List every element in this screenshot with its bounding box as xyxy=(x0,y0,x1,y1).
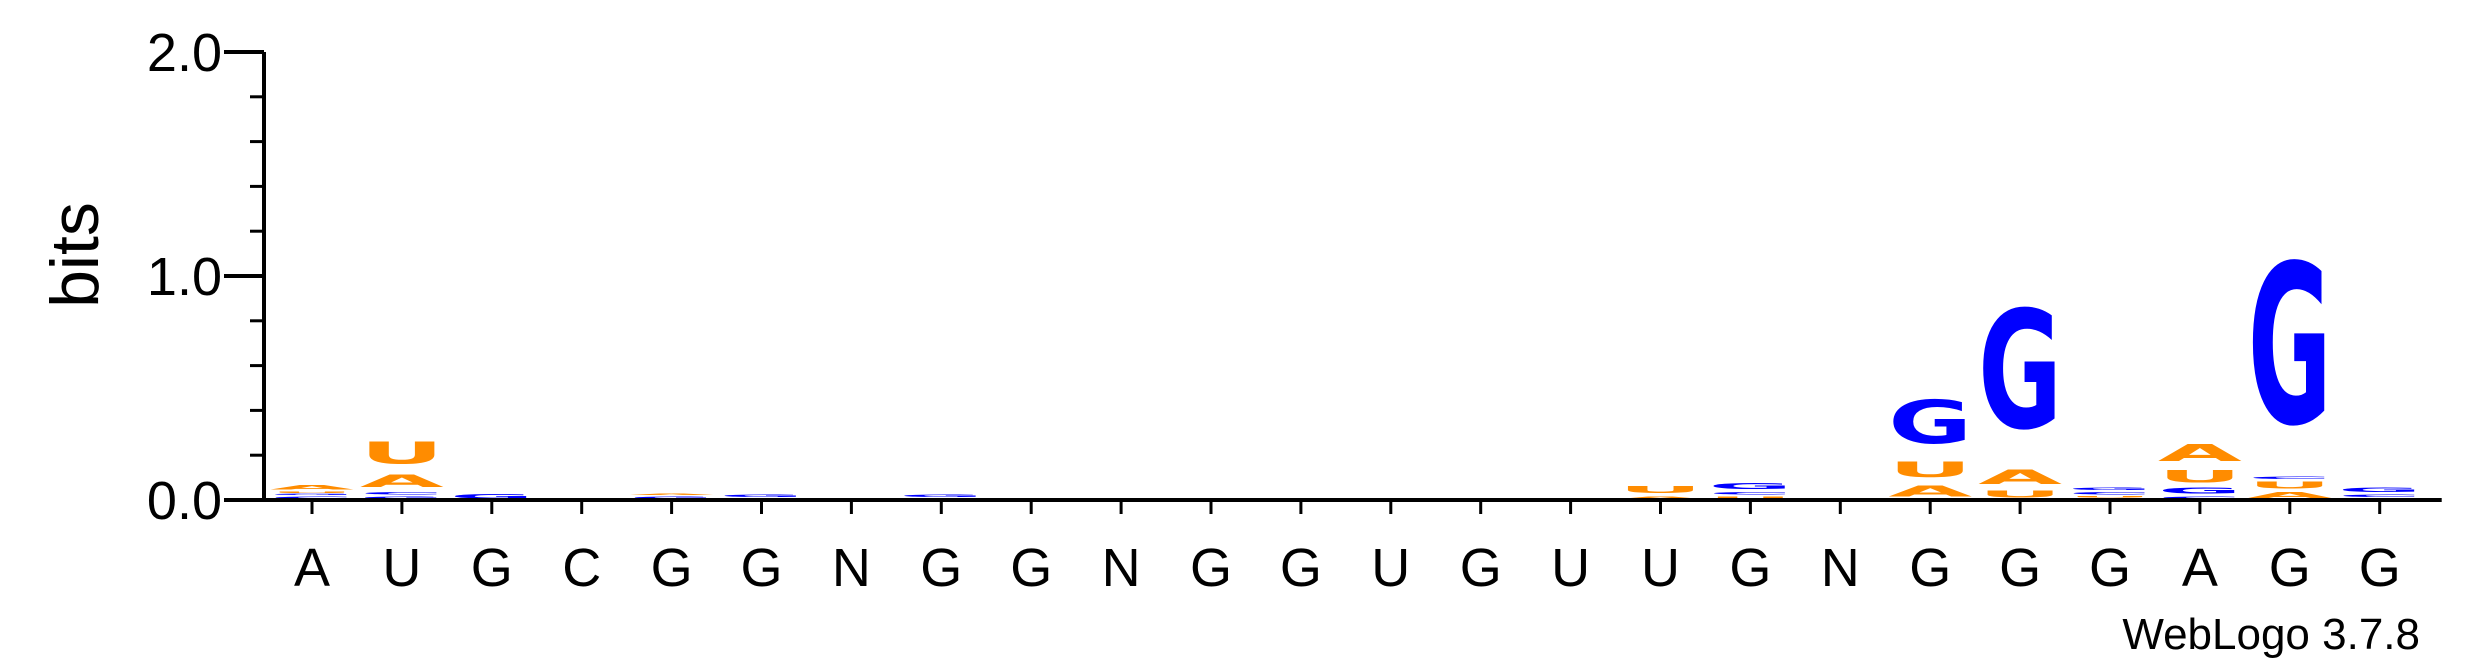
logo-letter-u: U xyxy=(2248,480,2332,491)
y-axis: 0.0 1.0 2.0 xyxy=(147,23,266,531)
logo-letter-g: G xyxy=(2158,487,2242,496)
weblogo-credit: WebLogo 3.7.8 xyxy=(2122,610,2420,659)
x-tick-label: A xyxy=(2182,538,2218,598)
logo-letter-g: G xyxy=(2338,487,2422,494)
y-tick-label: 0.0 xyxy=(147,471,222,531)
logo-letter-u: U xyxy=(1888,458,1972,483)
logo-letter-a: A xyxy=(1619,496,1704,500)
x-tick-label: C xyxy=(562,538,601,598)
logo-letter-a: A xyxy=(1888,482,1972,500)
y-tick-label: 2.0 xyxy=(147,23,222,83)
logo-letter-c: C xyxy=(1708,491,1792,495)
logo-letter-a: A xyxy=(1978,467,2062,489)
logo-letter-g: G xyxy=(899,493,983,497)
x-tick-label: U xyxy=(1551,538,1590,598)
logo-letter-a: A xyxy=(2248,491,2333,500)
x-tick-label: G xyxy=(1010,538,1052,598)
logo-letter-c: C xyxy=(270,496,354,500)
logo-letter-g: G xyxy=(450,493,534,500)
logo-letter-g: G xyxy=(1978,278,2062,467)
x-tick-label: G xyxy=(740,538,782,598)
logo-letter-u: U xyxy=(2158,467,2242,487)
x-tick-label: G xyxy=(2089,538,2131,598)
x-tick-label: N xyxy=(1102,538,1141,598)
logo-letter-g: G xyxy=(720,493,804,497)
x-tick-label: G xyxy=(1190,538,1232,598)
logo-letter-u: U xyxy=(1978,489,2062,500)
x-tick-label: G xyxy=(651,538,693,598)
logo-letter-u: U xyxy=(1619,484,1703,495)
x-tick-label: A xyxy=(294,538,330,598)
logo-letter-a: A xyxy=(2158,440,2242,467)
x-tick-label: G xyxy=(1999,538,2041,598)
logo-letter-g: G xyxy=(630,496,714,500)
logo-letter-a: A xyxy=(270,484,355,491)
logo-letter-u: U xyxy=(270,491,354,493)
letter-stacks: CGUAGCAUGGAAGUGUUAUUCGUAUGUAGAUCGCGUAAUC… xyxy=(270,220,2422,500)
logo-letter-c: C xyxy=(2158,496,2242,500)
x-tick-label: U xyxy=(1371,538,1410,598)
logo-letter-g: G xyxy=(360,496,444,500)
logo-letter-c: C xyxy=(2338,493,2422,497)
x-tick-label: N xyxy=(1821,538,1860,598)
x-tick-label: G xyxy=(2359,538,2401,598)
x-tick-label: G xyxy=(471,538,513,598)
x-tick-label: G xyxy=(920,538,962,598)
logo-letter-u: U xyxy=(1708,496,1792,500)
logo-letter-c: C xyxy=(2248,475,2332,479)
x-tick-label: G xyxy=(2269,538,2311,598)
logo-letter-g: G xyxy=(270,493,354,495)
y-axis-title: bits xyxy=(37,202,113,308)
logo-letter-c: C xyxy=(2068,491,2152,495)
logo-letter-a: A xyxy=(630,493,715,495)
x-tick-label: U xyxy=(1641,538,1680,598)
logo-letter-c: C xyxy=(360,491,444,495)
x-tick-label: N xyxy=(832,538,871,598)
logo-letter-g: G xyxy=(1708,482,1792,491)
y-tick-label: 1.0 xyxy=(147,247,222,307)
logo-letter-g: G xyxy=(1888,388,1972,458)
x-tick-label: G xyxy=(1460,538,1502,598)
logo-letter-g: G xyxy=(2068,487,2152,491)
x-tick-label: G xyxy=(1729,538,1771,598)
logo-letter-u: U xyxy=(360,435,444,471)
x-tick-label: U xyxy=(382,538,421,598)
x-tick-label: G xyxy=(1909,538,1951,598)
x-tick-label: G xyxy=(1280,538,1322,598)
logo-letter-a: A xyxy=(360,471,444,491)
logo-letter-g: G xyxy=(2248,220,2332,475)
logo-letter-u: U xyxy=(2068,496,2152,498)
